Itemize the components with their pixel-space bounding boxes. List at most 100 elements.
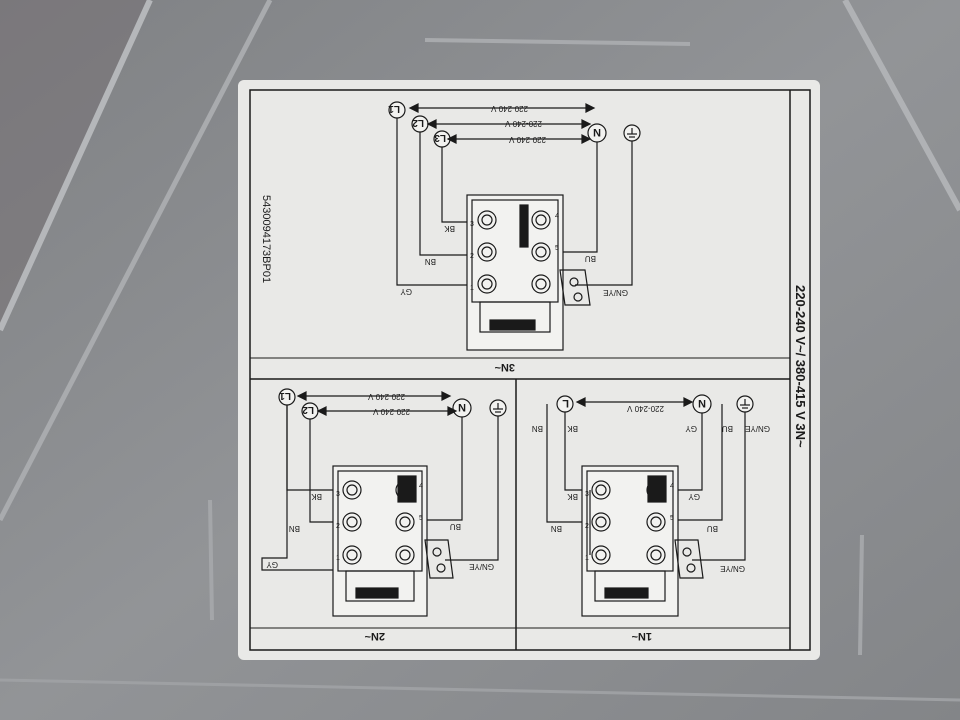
block-base bbox=[345, 570, 415, 602]
earth-plate bbox=[424, 539, 454, 579]
screw-terminal bbox=[342, 545, 362, 565]
wire-label-bk: BK bbox=[567, 424, 578, 433]
terminal-l1-label: L1 bbox=[279, 390, 291, 401]
bridge-link bbox=[519, 204, 529, 248]
block-number: 4 bbox=[419, 483, 423, 490]
block-number: 3 bbox=[336, 491, 340, 498]
screw-terminal bbox=[591, 480, 611, 500]
screw-terminal bbox=[346, 516, 358, 528]
terminal-l1-label: L1 bbox=[388, 103, 400, 114]
block-cover bbox=[604, 587, 649, 599]
wire-gy bbox=[261, 405, 338, 571]
arrowhead bbox=[446, 134, 457, 144]
arrowhead bbox=[585, 103, 596, 113]
screw-terminal bbox=[535, 278, 547, 290]
block-base bbox=[594, 570, 666, 602]
screw-terminal bbox=[646, 545, 666, 565]
wire-label-gy: GY bbox=[266, 560, 278, 569]
earth-screw bbox=[573, 292, 583, 302]
screw-terminal bbox=[477, 242, 497, 262]
screw-terminal bbox=[399, 549, 411, 561]
voltage-label-2: 220-240 V bbox=[372, 407, 410, 416]
wire-label-bn: BN bbox=[289, 524, 300, 533]
terminal-n-label: N bbox=[698, 397, 706, 409]
screw-terminal bbox=[395, 512, 415, 532]
wire-label-bn: BN bbox=[425, 257, 436, 266]
terminal-l2-label: L2 bbox=[302, 404, 314, 415]
block-number: 5 bbox=[670, 515, 674, 522]
arrowhead bbox=[575, 397, 586, 407]
wire-bu bbox=[670, 404, 723, 521]
block-number: 1 bbox=[585, 555, 589, 562]
wire-label-gy-block: GY bbox=[688, 492, 700, 501]
screw-terminal bbox=[646, 512, 666, 532]
panel-title-3n: 3N~ bbox=[494, 361, 515, 373]
voltage-label-1: 220-240 V bbox=[490, 104, 528, 113]
wire-bu bbox=[555, 142, 598, 253]
earth-plate bbox=[674, 539, 704, 579]
wire-label-gy: GY bbox=[685, 424, 697, 433]
wire-label-bu: BU bbox=[450, 522, 461, 531]
metal-edge-left bbox=[0, 0, 153, 332]
earth-icon bbox=[627, 128, 637, 138]
block-number: 2 bbox=[470, 253, 474, 260]
metal-edge-right bbox=[842, 0, 960, 212]
screw-terminal bbox=[595, 516, 607, 528]
screw-terminal bbox=[591, 545, 611, 565]
metal-edge-left-2 bbox=[0, 0, 273, 522]
screw-terminal bbox=[346, 549, 358, 561]
arrowhead bbox=[296, 391, 307, 401]
screw-terminal bbox=[531, 210, 551, 230]
metal-edge-bottom bbox=[0, 678, 960, 702]
terminal-l2-label: L2 bbox=[412, 117, 424, 128]
wire-label-gnye: GN/YE bbox=[603, 288, 628, 297]
wire-label-gy: GY bbox=[400, 287, 412, 296]
arrowhead bbox=[683, 397, 694, 407]
screw-terminal bbox=[399, 516, 411, 528]
bridge-link bbox=[647, 475, 667, 503]
earth-screw bbox=[682, 547, 692, 557]
block-cover bbox=[489, 319, 536, 331]
wire-label-gnye: GN/YE bbox=[469, 562, 494, 571]
wire-label-bk: BK bbox=[311, 492, 322, 501]
earth-screw bbox=[569, 277, 579, 287]
wire-gnye bbox=[445, 416, 499, 561]
block-number: 2 bbox=[336, 523, 340, 530]
wire-gy bbox=[670, 413, 703, 491]
label-inner-border bbox=[249, 89, 811, 651]
screw-terminal bbox=[481, 246, 493, 258]
earth-screw bbox=[432, 547, 442, 557]
wire-label-bk: BK bbox=[444, 224, 455, 233]
terminal-n-label: N bbox=[458, 401, 466, 413]
earth-icon bbox=[740, 399, 750, 409]
panel-title-2n: 2N~ bbox=[364, 630, 385, 642]
wire-label-gnye: GN/YE bbox=[745, 424, 770, 433]
screw-terminal bbox=[531, 242, 551, 262]
screw-terminal bbox=[342, 512, 362, 532]
panel-2n-labels: L1 L2 N 220-240 V 220-240 V BK BN GY BU … bbox=[266, 390, 494, 571]
screw-terminal bbox=[531, 274, 551, 294]
metal-groove-left bbox=[208, 499, 214, 621]
arrowhead bbox=[581, 119, 592, 129]
screw-terminal bbox=[342, 480, 362, 500]
wire-bu bbox=[420, 417, 463, 521]
block-number: 1 bbox=[470, 285, 474, 292]
panel-2n bbox=[261, 388, 507, 617]
block-number: 5 bbox=[555, 245, 559, 252]
wire-label-bu-block: BU bbox=[707, 524, 718, 533]
metal-groove-top bbox=[424, 38, 691, 46]
wire-gnye bbox=[692, 412, 746, 561]
screw-terminal bbox=[481, 214, 493, 226]
earth-screw bbox=[686, 563, 696, 573]
metal-groove-right bbox=[858, 534, 864, 656]
arrowhead bbox=[447, 406, 458, 416]
screw-terminal bbox=[477, 274, 497, 294]
wire-label-bk-block: BK bbox=[567, 492, 578, 501]
wire-gy bbox=[396, 118, 470, 286]
screw-terminal bbox=[650, 516, 662, 528]
screw-terminal bbox=[535, 214, 547, 226]
block-base bbox=[479, 301, 551, 333]
terminal-n-label: N bbox=[593, 126, 601, 138]
panel-title-1n: 1N~ bbox=[631, 630, 652, 642]
